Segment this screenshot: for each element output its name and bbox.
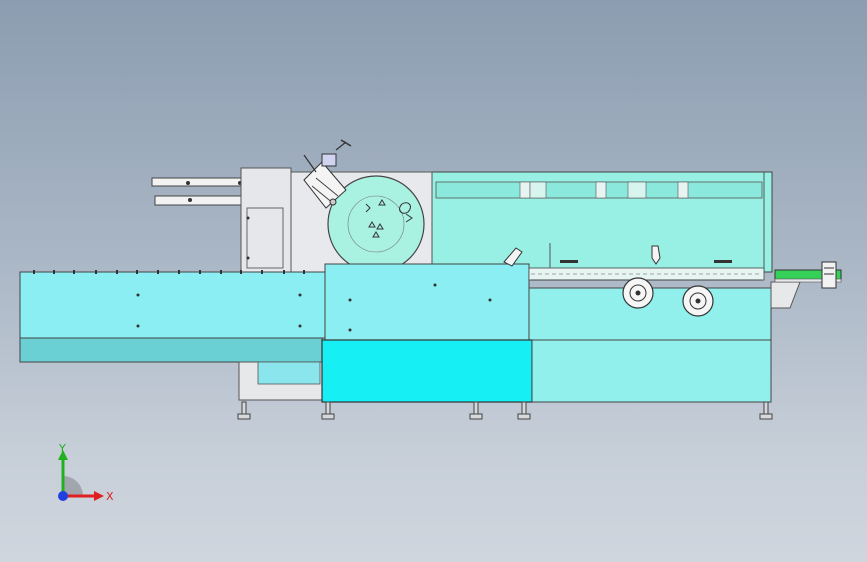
- z-axis-dot: [58, 491, 68, 501]
- leveling-feet: [237, 401, 773, 420]
- axis-triad: Y X: [58, 442, 114, 503]
- conveyor-drive-wheels[interactable]: [622, 277, 714, 317]
- wheel-suction-cups: [365, 199, 413, 238]
- outfeed-conveyor: [770, 261, 842, 309]
- conveyor-base: [19, 337, 323, 363]
- right-cabinet-door[interactable]: [531, 339, 772, 403]
- product-infeed-conveyor: [19, 271, 326, 339]
- y-axis-label: Y: [58, 442, 66, 455]
- carton-pick-arm[interactable]: [303, 139, 352, 209]
- x-axis-label: X: [106, 490, 114, 503]
- conveyor-lugs: [33, 270, 305, 274]
- triad-plane-icon: [63, 476, 83, 496]
- main-cabinet-door[interactable]: [321, 339, 533, 403]
- center-guard-panel[interactable]: [324, 263, 530, 341]
